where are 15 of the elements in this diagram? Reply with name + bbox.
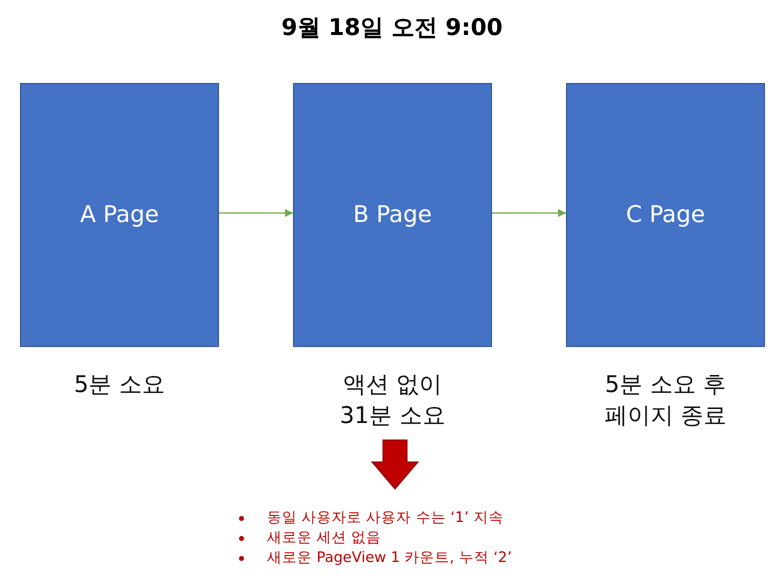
- page-label: A Page: [80, 202, 159, 228]
- page-label: B Page: [353, 202, 432, 228]
- duration-note: 액션 없이 31분 소요: [338, 371, 446, 431]
- bullet-note: 동일 사용자로 사용자 수는 ‘1’ 지속: [267, 509, 504, 528]
- bullet-note: 새로운 세션 없음: [267, 529, 382, 548]
- page-box: [20, 83, 219, 347]
- bullet-note: 새로운 PageView 1 카운트, 누적 ‘2’: [267, 549, 512, 568]
- arrow: [219, 209, 293, 217]
- page-label: C Page: [626, 202, 706, 228]
- duration-note: 5분 소요: [73, 371, 166, 400]
- title: 9월 18일 오전 9:00: [280, 14, 504, 43]
- page-box: [566, 83, 765, 347]
- page-box: [293, 83, 492, 347]
- duration-note: 5분 소요 후 페이지 종료: [603, 371, 728, 431]
- arrow: [492, 209, 566, 217]
